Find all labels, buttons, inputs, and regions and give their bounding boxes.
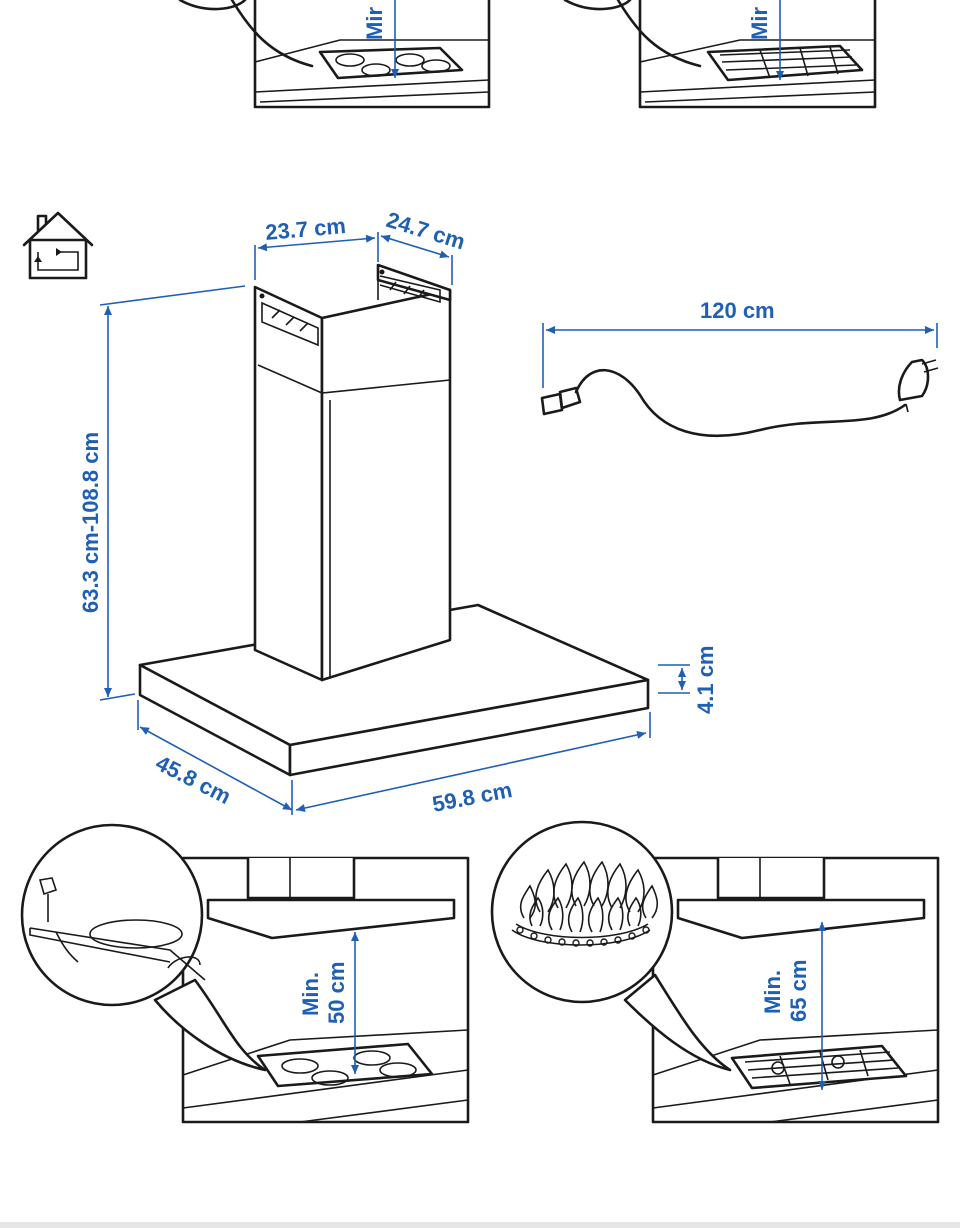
hood-depth-label: 45.8 cm xyxy=(152,750,235,809)
gas-hob-top xyxy=(706,44,864,82)
gas-min-label: Min. xyxy=(760,970,785,1014)
cooker-hood-drawing xyxy=(138,263,650,777)
device-connector-icon xyxy=(540,386,582,416)
recirculation-house-icon xyxy=(22,211,94,280)
chimney-depth-label: 24.7 cm xyxy=(384,207,469,255)
hood-thickness-label: 4.1 cm xyxy=(693,646,718,715)
bottom-right-gas-panel: Min. 65 cm xyxy=(490,820,940,1124)
height-range-label: 63.3 cm-108.8 cm xyxy=(78,432,103,613)
electric-hob xyxy=(256,1042,434,1088)
induction-plug-icon xyxy=(38,877,79,963)
gas-hob xyxy=(730,1044,908,1090)
gas-distance-label: 65 cm xyxy=(786,960,811,1022)
electric-min-label: Min. xyxy=(298,972,323,1016)
power-plug-icon xyxy=(897,358,939,413)
electric-hob-top xyxy=(318,46,464,80)
top-right-gas-panel: Mir xyxy=(563,0,877,109)
bottom-left-electric-panel: Min. 50 cm xyxy=(20,823,470,1124)
gas-flame-icon xyxy=(511,860,659,947)
bottom-scroll-edge xyxy=(0,1222,960,1228)
top-right-min-label: Mir xyxy=(747,7,772,40)
chimney-width-label: 23.7 cm xyxy=(264,213,347,245)
induction-callout-bubble xyxy=(20,823,267,1072)
power-cable: 120 cm xyxy=(540,298,939,438)
electric-distance-label: 50 cm xyxy=(324,962,349,1024)
top-left-electric-panel: Mir xyxy=(178,0,491,109)
dimension-chimney-width: 23.7 cm xyxy=(254,213,379,280)
cable-length-label: 120 cm xyxy=(700,298,775,323)
gas-flame-callout-bubble xyxy=(490,820,732,1072)
dimension-hood-thickness: 4.1 cm xyxy=(658,646,718,715)
dimension-height-range: 63.3 cm-108.8 cm xyxy=(78,285,246,701)
hood-width-label: 59.8 cm xyxy=(430,777,514,817)
top-left-min-label: Mir xyxy=(362,7,387,40)
